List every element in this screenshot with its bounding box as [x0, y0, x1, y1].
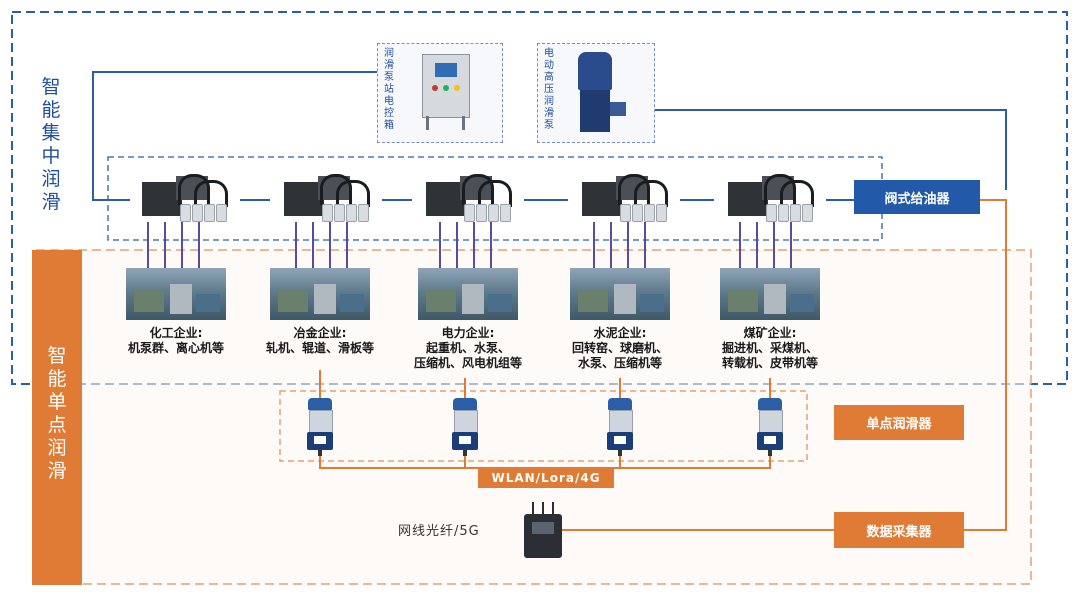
control-cabinet-caption: 润滑 泵站 电控 箱: [384, 48, 394, 131]
single-point-lubricator-3: [607, 398, 633, 456]
industry-coal: 煤矿企业:掘进机、采煤机、转载机、皮带机等: [721, 326, 818, 370]
data-collector-label: 数据采集器: [834, 512, 964, 548]
valve-feeder-1: [128, 168, 238, 228]
pump-card: 电动 高压 润滑 泵: [537, 43, 655, 143]
power-site-photo: [418, 268, 518, 320]
wireless-label: WLAN/Lora/4G: [478, 468, 614, 488]
valve-feeder-2: [270, 168, 380, 228]
single-point-lubricator-4: [757, 398, 783, 456]
single-point-lubricator-1: [307, 398, 333, 456]
control-cabinet-card: 润滑 泵站 电控 箱: [377, 43, 503, 143]
single-point-bar: [32, 250, 82, 585]
network-label: 网线光纤/5G: [398, 524, 480, 539]
industry-metallurgy: 冶金企业:轧机、辊道、滑板等: [265, 326, 374, 355]
single-point-lubricator-label: 单点润滑器: [834, 405, 964, 440]
valve-feeder-4: [568, 168, 678, 228]
cabinet-icon: [422, 54, 470, 118]
industry-chemical: 化工企业:机泵群、离心机等: [127, 326, 224, 355]
centralized-lubrication-label: 智能 集中 润滑: [41, 76, 61, 213]
valve-feeder-3: [412, 168, 522, 228]
chemical-site-photo: [126, 268, 226, 320]
pump-caption: 电动 高压 润滑 泵: [544, 48, 554, 131]
valve-feeder-5: [714, 168, 824, 228]
data-collector-device: [524, 502, 562, 558]
single-point-lubricator-2: [452, 398, 478, 456]
single-point-lubrication-label: 智能 单点 润滑: [47, 345, 67, 482]
coal-site-photo: [720, 268, 820, 320]
industry-cement: 水泥企业:回转窑、球磨机、水泵、压缩机等: [571, 326, 668, 370]
valve-feeder-label: 阀式给油器: [854, 180, 980, 214]
industry-power: 电力企业:起重机、水泵、压缩机、风电机组等: [413, 326, 522, 370]
cement-site-photo: [570, 268, 670, 320]
metallurgy-site-photo: [270, 268, 370, 320]
pump-icon: [578, 52, 612, 90]
